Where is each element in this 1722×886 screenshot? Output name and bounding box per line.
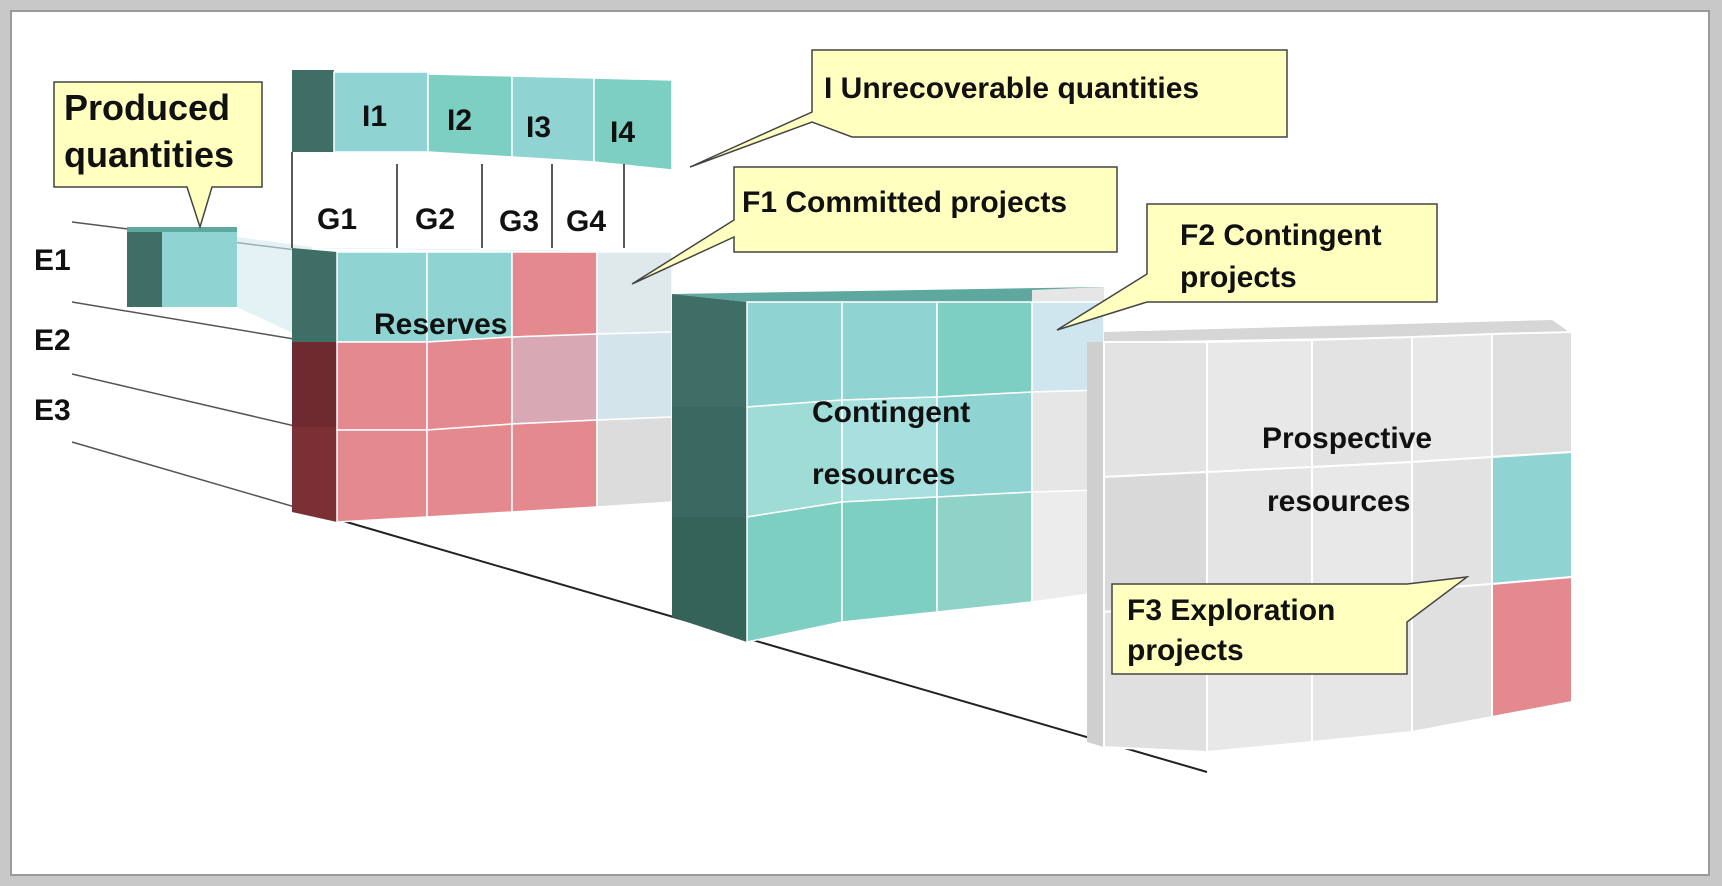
callout-exploration-projects: F3 Exploration projects	[1111, 575, 1470, 675]
diagram-frame: Produced quantities I Unrecoverable quan…	[10, 10, 1710, 876]
contingent-projects-line2: projects	[1180, 261, 1297, 294]
callout-contingent-projects: F2 Contingent projects	[1056, 203, 1438, 331]
contingent-resources-block	[672, 287, 1105, 643]
produced-label-line2: quantities	[64, 134, 234, 175]
floor-line	[311, 511, 1208, 773]
axis-i3-label: I3	[526, 111, 551, 144]
reserves-label: Reserves	[374, 308, 507, 341]
committed-projects-label: F1 Committed projects	[742, 186, 1067, 219]
axis-e-labels: E1 E2 E3	[34, 244, 71, 427]
axis-e1-label: E1	[34, 244, 71, 277]
axis-g4-label: G4	[566, 205, 606, 238]
axis-i4-label: I4	[610, 116, 635, 149]
prospective-resources-line2: resources	[1267, 485, 1410, 518]
axis-i2-label: I2	[447, 104, 472, 137]
callout-unrecoverable: I Unrecoverable quantities	[689, 49, 1288, 168]
axis-e2-label: E2	[34, 324, 71, 357]
contingent-projects-line1: F2 Contingent	[1180, 219, 1382, 252]
reserves-block	[292, 248, 673, 523]
prospective-resources-line1: Prospective	[1262, 422, 1432, 455]
unrecoverable-row	[291, 70, 673, 248]
contingent-resources-line2: resources	[812, 458, 955, 491]
callout-produced-quantities: Produced quantities	[53, 81, 263, 230]
unrecoverable-label: I Unrecoverable quantities	[824, 72, 1199, 105]
axis-g1-label: G1	[317, 203, 357, 236]
produced-label-line1: Produced	[64, 87, 230, 128]
callout-committed-projects: F1 Committed projects	[631, 166, 1118, 285]
axis-g3-label: G3	[499, 205, 539, 238]
unfc-classification-diagram: Produced quantities I Unrecoverable quan…	[34, 49, 1573, 773]
prospective-resources-block	[1087, 320, 1573, 754]
axis-g2-label: G2	[415, 203, 455, 236]
axis-g-labels: G1 G2 G3 G4	[317, 203, 606, 238]
exploration-projects-line2: projects	[1127, 634, 1244, 667]
axis-i1-label: I1	[362, 100, 387, 133]
exploration-projects-line1: F3 Exploration	[1127, 594, 1335, 627]
axis-i-labels: I1 I2 I3 I4	[362, 100, 635, 149]
axis-e3-label: E3	[34, 394, 71, 427]
produced-quantities-block	[127, 227, 237, 307]
contingent-resources-line1: Contingent	[812, 396, 970, 429]
